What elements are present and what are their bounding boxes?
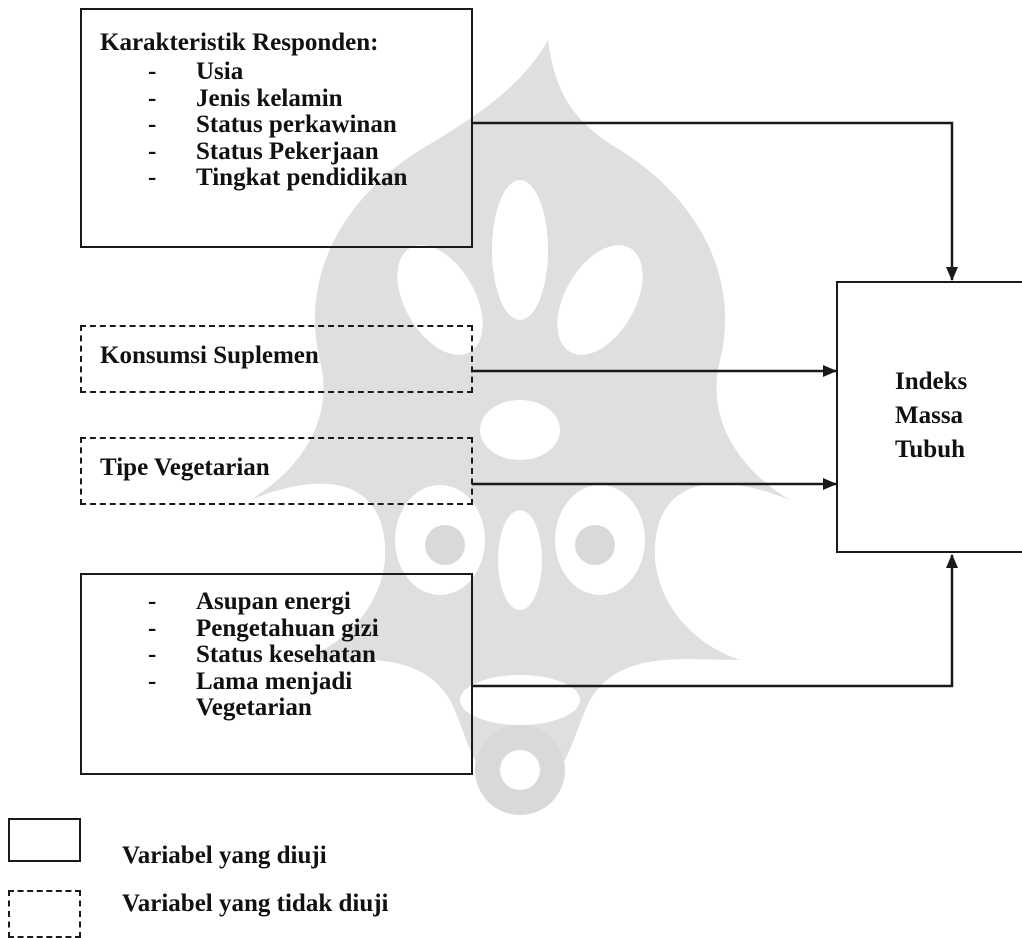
legend-tested-label: Variabel yang diuji [122, 842, 327, 869]
list-item: -Lama menjadi [148, 667, 353, 695]
vegetarian-type-box [80, 437, 473, 505]
supplement-label: Konsumsi Suplemen [100, 342, 319, 369]
legend-solid-swatch [8, 818, 81, 862]
outcome-label-line3: Tubuh [895, 436, 965, 463]
outcome-box [836, 281, 1022, 553]
list-item: Vegetarian [196, 694, 312, 721]
legend-not-tested-label: Variabel yang tidak diuji [122, 890, 389, 917]
list-item: -Pengetahuan gizi [148, 614, 379, 642]
outcome-label-line1: Indeks [895, 368, 968, 395]
characteristics-box [80, 8, 473, 248]
list-item: -Status Pekerjaan [148, 137, 379, 165]
list-item: -Usia [148, 58, 244, 85]
other-factors-box [80, 573, 473, 775]
list-item: -Jenis kelamin [148, 84, 343, 112]
arrow-characteristics-to-outcome [472, 121, 958, 281]
list-item: -Status kesehatan [148, 641, 376, 668]
list-item: -Tingkat pendidikan [148, 164, 408, 191]
supplement-box [80, 325, 473, 393]
outcome-label-line2: Massa [895, 402, 964, 429]
vegetarian-type-label: Tipe Vegetarian [100, 454, 270, 481]
arrow-other-factors-to-outcome [472, 554, 958, 688]
list-item: -Status perkawinan [148, 111, 397, 138]
characteristics-list: -Usia -Jenis kelamin -Status perkawinan … [148, 58, 408, 192]
characteristics-title: Karakteristik Responden: [100, 29, 379, 56]
other-factors-list: -Asupan energi -Pengetahuan gizi -Status… [148, 588, 379, 722]
list-item: -Asupan energi [148, 588, 351, 615]
